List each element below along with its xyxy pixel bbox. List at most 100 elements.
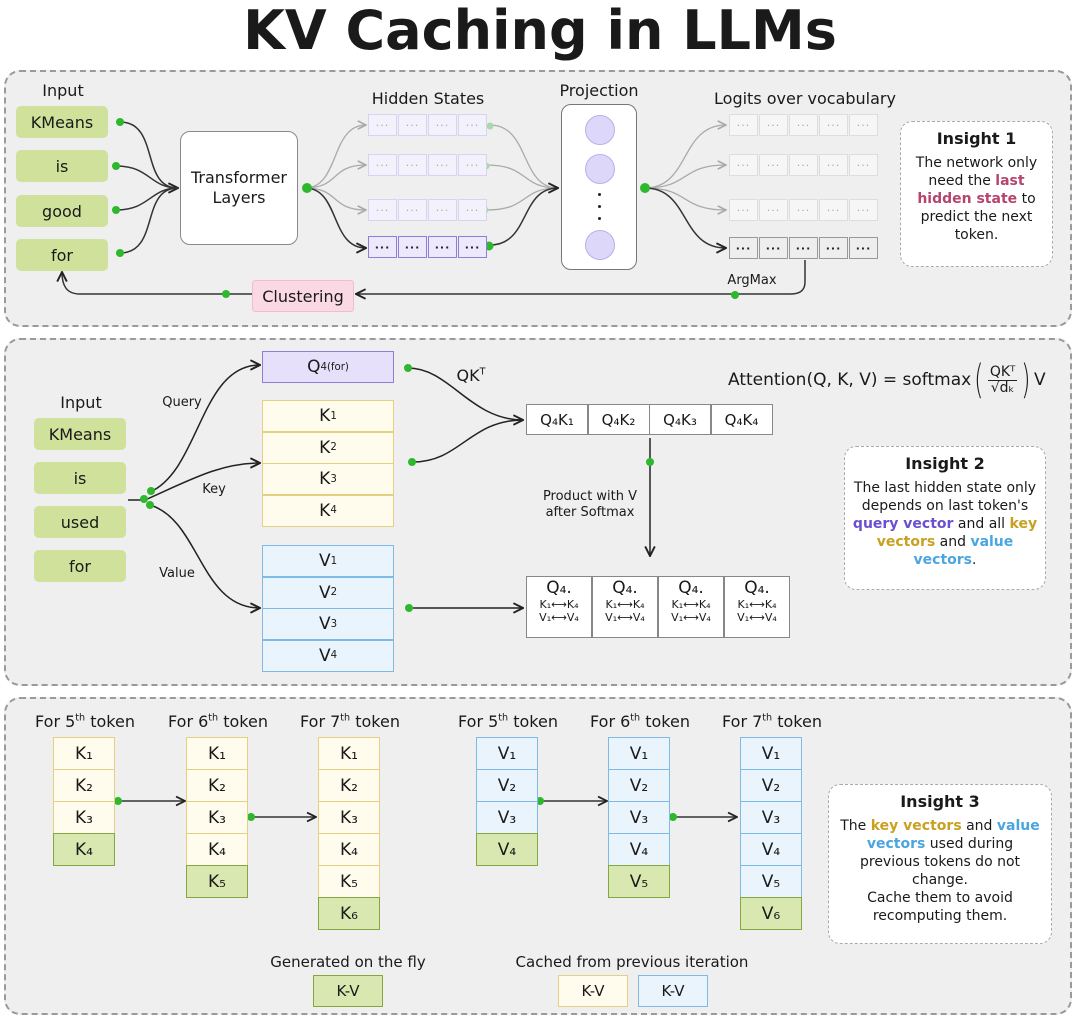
key-cached-cell: K₄	[318, 833, 380, 866]
value-vector-cell-sub: 4	[330, 650, 338, 661]
key-generated-cell: K₄	[53, 833, 115, 866]
logit-cell: ···	[729, 237, 758, 259]
input-token: good	[16, 195, 108, 227]
formula-paren-close: )	[1021, 357, 1031, 403]
logit-cell: ···	[789, 114, 818, 136]
key-edge-label: Key	[202, 482, 226, 497]
logit-cell: ···	[819, 114, 848, 136]
key-group-label: For 6th token	[138, 712, 298, 731]
hidden-state-cell: ···	[398, 114, 427, 136]
input-token: KMeans	[16, 106, 108, 138]
logit-cell: ···	[759, 237, 788, 259]
hidden-state-cell: ···	[458, 154, 487, 176]
legend-cached-label: Cached from previous iteration	[515, 953, 749, 971]
legend-cached-value-box: K-V	[638, 975, 708, 1007]
key-group-label: For 7th token	[270, 712, 430, 731]
key-vector-cell-base: K	[319, 500, 331, 521]
insight-3-title: Insight 3	[900, 792, 980, 811]
weighted-q: Q₄.	[678, 578, 704, 598]
key-generated-cell: K₅	[186, 865, 248, 898]
insight-3-card: Insight 3 The key vectors and value vect…	[828, 784, 1052, 944]
legend-generated-box: K-V	[313, 975, 383, 1007]
value-cached-cell: V₅	[740, 865, 802, 898]
value-cached-cell: V₂	[476, 769, 538, 802]
weighted-v-range: V₁⟷V₄	[539, 611, 579, 624]
value-vector-cell-base: V	[318, 551, 331, 571]
formula-denominator: √dₖ	[990, 379, 1015, 396]
legend-cached-key-box: K-V	[558, 975, 628, 1007]
group-label-text: For 6	[590, 712, 631, 731]
insight-1-text-end: to predict the next token.	[920, 191, 1036, 243]
weighted-q: Q₄.	[612, 578, 638, 598]
value-cached-cell: V₂	[608, 769, 670, 802]
key-generated-cell: K₆	[318, 897, 380, 930]
logit-cell: ···	[819, 199, 848, 221]
key-cached-cell: K₅	[318, 865, 380, 898]
value-cached-cell: V₁	[740, 737, 802, 770]
input-token: is	[34, 462, 126, 494]
transformer-layers-box: Transformer Layers	[180, 131, 298, 245]
connection-dots-p2	[140, 364, 654, 612]
key-vector-cell-base: K	[319, 437, 331, 458]
input-token: is	[16, 150, 108, 182]
hidden-state-cell: ···	[368, 114, 397, 136]
value-cached-cell: V₄	[608, 833, 670, 866]
projection-layer	[561, 104, 637, 270]
value-generated-cell: V₄	[476, 833, 538, 866]
cache-propagation-edges	[118, 801, 737, 817]
insight-2-text: and	[935, 534, 971, 550]
insight-3-text: The	[840, 818, 871, 834]
value-cached-cell: V₃	[608, 801, 670, 834]
key-vector-cell-base: K	[319, 469, 331, 489]
hidden-state-cell: ···	[398, 154, 427, 176]
value-vector-cell-sub: 1	[330, 555, 338, 567]
formula-lhs: Attention(Q, K, V) = softmax	[728, 370, 972, 390]
qk-score-cell: Q₄K₄	[710, 404, 773, 435]
group-label-sup: th	[498, 712, 509, 724]
key-vector-cell-sub: 3	[330, 473, 337, 485]
hidden-states-label: Hidden States	[371, 89, 485, 108]
weighted-q: Q₄.	[546, 578, 572, 598]
insight-3-value-highlight: value vectors	[866, 818, 1040, 852]
logit-cell: ···	[759, 199, 788, 221]
input-token: KMeans	[34, 418, 126, 450]
hidden-state-cell: ···	[428, 199, 457, 221]
clustering-box: Clustering	[252, 280, 354, 312]
ellipsis-vertical-icon	[598, 193, 602, 220]
weighted-k-range: K₁⟷K₄	[605, 598, 645, 611]
insight-1-highlight: last hidden state	[917, 173, 1025, 207]
key-cached-cell: K₁	[186, 737, 248, 770]
hidden-state-cell: ···	[398, 236, 427, 258]
logit-cell: ···	[849, 154, 878, 176]
group-label-text: token	[508, 712, 558, 731]
input-split-edges	[128, 365, 260, 608]
connection-dots-p3	[114, 797, 677, 821]
key-vector-cell-sub: 4	[330, 505, 337, 516]
key-vector-cell-base: K	[319, 406, 331, 426]
transformer-to-hidden-edges	[304, 125, 366, 248]
formula-numerator: QKᵀ	[987, 363, 1018, 381]
logit-cell: ···	[729, 199, 758, 221]
group-label-text: For 7	[722, 712, 763, 731]
query-edge-label: Query	[162, 395, 202, 410]
logit-cell: ···	[789, 199, 818, 221]
insight-2-key-highlight: key vectors	[876, 516, 1038, 550]
weighted-k-range: K₁⟷K₄	[671, 598, 711, 611]
hidden-state-cell: ···	[428, 114, 457, 136]
argmax-label: ArgMax	[727, 273, 777, 288]
qk-score-cell: Q₄K₁	[526, 404, 588, 435]
key-cached-cell: K₁	[318, 737, 380, 770]
value-cached-cell: V₁	[476, 737, 538, 770]
logit-cell: ···	[819, 237, 848, 259]
hidden-state-cell: ···	[428, 236, 457, 258]
key-group-label: For 5th token	[5, 712, 165, 731]
input-token: for	[16, 239, 108, 271]
group-label-sup: th	[208, 712, 219, 724]
weighted-v-range: V₁⟷V₄	[671, 611, 711, 624]
product-label: Product with V after Softmax	[542, 489, 638, 520]
